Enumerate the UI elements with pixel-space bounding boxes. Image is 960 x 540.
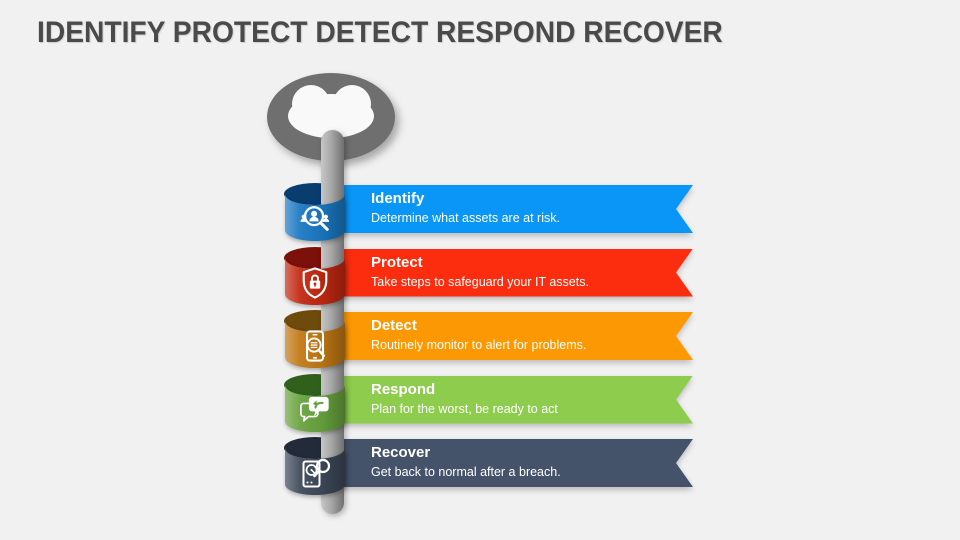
banner-wrap: Respond Plan for the worst, be ready to …: [330, 376, 693, 424]
key-head-graphic: [267, 73, 395, 161]
banner-wrap: Identify Determine what assets are at ri…: [330, 185, 693, 233]
banner-ribbon: Protect Take steps to safeguard your IT …: [330, 249, 693, 297]
chat-reply-icon: [300, 396, 329, 422]
key-head-cutout: [288, 85, 374, 138]
ring-cylinder: [285, 448, 345, 495]
step-title: Respond: [371, 380, 436, 398]
step-description: Determine what assets are at risk.: [371, 211, 560, 225]
step-detect: Detect Routinely monitor to alert for pr…: [284, 310, 694, 368]
banner-ribbon: Detect Routinely monitor to alert for pr…: [330, 312, 693, 360]
page-title: IDENTIFY PROTECT DETECT RESPOND RECOVER: [37, 16, 723, 49]
banner-ribbon: Respond Plan for the worst, be ready to …: [330, 376, 693, 424]
step-title: Detect: [371, 317, 417, 334]
step-title: Protect: [371, 253, 423, 271]
disk-search-icon: [302, 458, 331, 488]
step-recover: Recover Get back to normal after a breac…: [284, 437, 694, 495]
banner-ribbon: Identify Determine what assets are at ri…: [330, 185, 693, 233]
step-title: Recover: [371, 444, 431, 461]
phone-scan-icon: [305, 330, 326, 362]
step-protect: Protect Take steps to safeguard your IT …: [284, 246, 694, 305]
user-search-icon: [300, 206, 330, 231]
shield-lock-icon: [302, 266, 328, 299]
step-description: Routinely monitor to alert for problems.: [371, 338, 587, 352]
step-identify: Identify Determine what assets are at ri…: [284, 183, 694, 241]
banner-ribbon: Recover Get back to normal after a breac…: [330, 439, 693, 487]
banner-wrap: Protect Take steps to safeguard your IT …: [330, 249, 693, 297]
banner-wrap: Detect Routinely monitor to alert for pr…: [330, 312, 693, 360]
step-description: Take steps to safeguard your IT assets.: [371, 274, 589, 289]
step-description: Plan for the worst, be ready to act: [371, 401, 558, 416]
banner-wrap: Recover Get back to normal after a breac…: [330, 439, 693, 487]
step-title: Identify: [371, 190, 425, 207]
step-respond: Respond Plan for the worst, be ready to …: [284, 373, 694, 432]
step-description: Get back to normal after a breach.: [371, 465, 561, 479]
